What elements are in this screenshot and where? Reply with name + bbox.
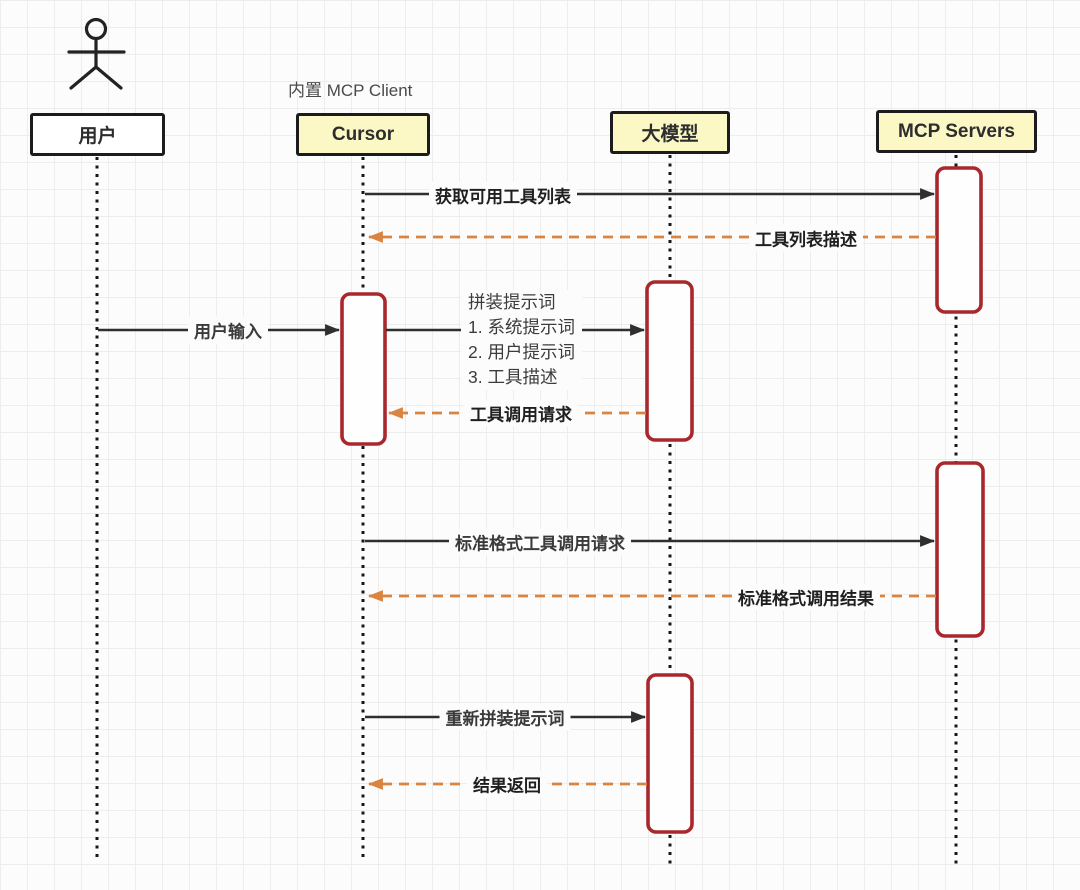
message-label-result-return: 结果返回 [467,770,547,798]
activation-mcp-1 [935,166,983,314]
participant-label-user: 用户 [78,126,117,147]
participant-label-mcp-servers: MCP Servers [898,120,1015,142]
message-label-assemble-prompt: 拼装提示词 1. 系统提示词 2. 用户提示词 3. 工具描述 [461,290,582,390]
activation-llm-1 [645,280,694,442]
message-label-std-tool-call-request: 标准格式工具调用请求 [449,528,631,556]
message-label-tool-call-request: 工具调用请求 [464,399,578,427]
message-label-get-tool-list: 获取可用工具列表 [429,181,577,209]
participant-label-cursor: Cursor [331,123,395,145]
message-label-std-call-result: 标准格式调用结果 [732,583,880,611]
participant-box-mcp-servers: MCP Servers [876,110,1037,153]
message-label-tool-list-desc: 工具列表描述 [749,224,863,252]
participant-box-llm: 大模型 [610,111,730,154]
message-label-reassemble-prompt: 重新拼装提示词 [439,703,571,731]
participant-box-user: 用户 [30,113,165,156]
assemble-prompt-line-2: 1. 系统提示词 [468,317,575,337]
assemble-prompt-line-4: 3. 工具描述 [468,367,558,387]
cursor-note-label: 内置 MCP Client [288,81,413,100]
activation-mcp-2 [935,461,985,638]
participant-box-cursor: Cursor [296,113,430,156]
participant-label-llm: 大模型 [641,124,699,145]
assemble-prompt-line-3: 2. 用户提示词 [468,342,575,362]
message-label-user-input: 用户输入 [188,316,268,344]
assemble-prompt-line-1: 拼装提示词 [468,292,556,312]
activation-llm-2 [646,673,694,834]
user-actor-icon [67,17,126,90]
activation-cursor-1 [340,292,387,446]
